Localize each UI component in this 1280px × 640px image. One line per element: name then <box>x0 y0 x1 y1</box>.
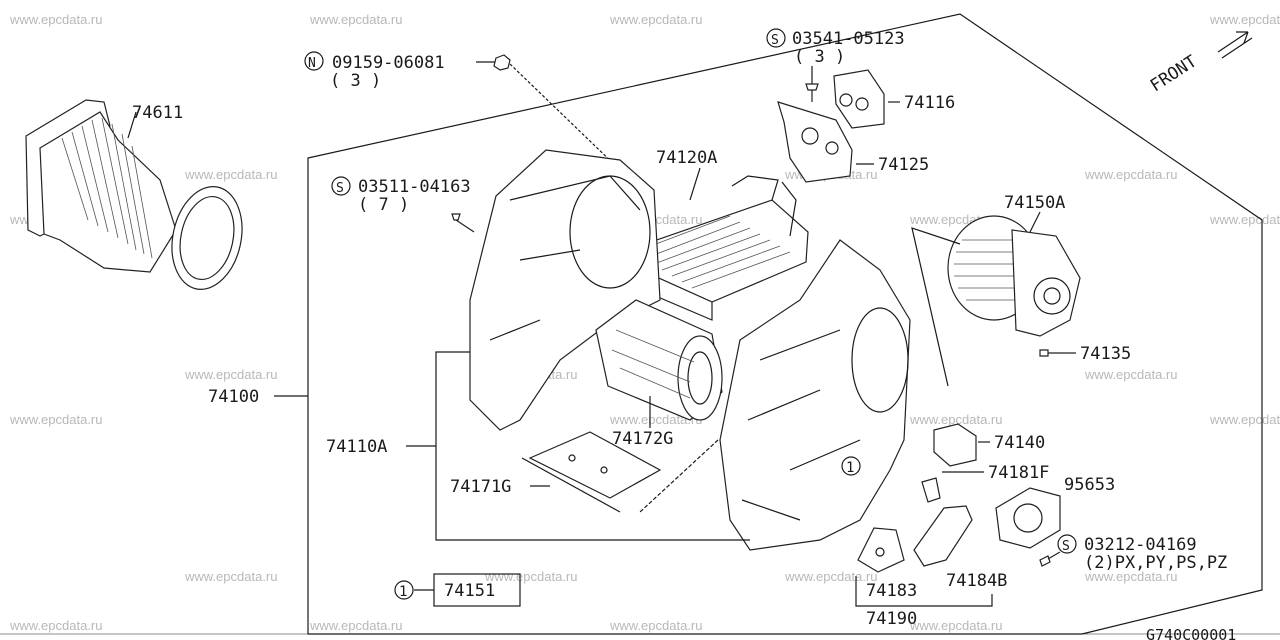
part-label-lever-group: 74190 <box>866 609 917 629</box>
screw-symbol-top: S <box>771 33 779 48</box>
diagram-code: G740C00001 <box>1146 626 1236 640</box>
part-label-blower-motor: 74150A <box>1004 193 1065 213</box>
watermark: www.epcdata.ru <box>309 12 403 27</box>
watermark: www.epcdata.ru <box>609 618 703 633</box>
s-symbol-icon <box>331 176 351 196</box>
part-label-screw-top: 03541-05123 <box>792 29 905 49</box>
link-illustration <box>921 477 941 503</box>
s-symbol-icon <box>1057 534 1077 554</box>
part-label-screw-left: 03511-04163 <box>358 177 471 197</box>
front-indicator: FRONT <box>1147 31 1253 97</box>
watermark: www.epcdata.ru <box>784 569 878 584</box>
part-label-lever-b: 74184B <box>946 571 1007 591</box>
watermark: www.epcdata.ru <box>1084 569 1178 584</box>
watermark: www.epcdata.ru <box>9 412 103 427</box>
drum-illustration <box>595 299 723 421</box>
s-symbol-icon <box>766 28 786 48</box>
watermark: www.epcdata.ru <box>184 367 278 382</box>
n-symbol-icon <box>304 51 324 71</box>
nut-icon <box>493 54 511 71</box>
part-label-actuator: 95653 <box>1064 475 1115 495</box>
duct-illustration <box>25 99 243 290</box>
part-label-bolt-n: 09159-06081 <box>332 53 445 73</box>
watermark: www.epcdata.ru <box>9 618 103 633</box>
watermark: www.epcdata.ru <box>184 569 278 584</box>
part-label-resistor: 74140 <box>994 433 1045 453</box>
screw-icon <box>805 83 819 102</box>
front-label: FRONT <box>1147 52 1201 97</box>
watermark: www.epcdata.ru <box>484 569 578 584</box>
blower-motor-illustration <box>947 215 1081 337</box>
screw-icon <box>1039 551 1061 567</box>
part-label-duct: 74611 <box>132 103 183 123</box>
part-label-pad: 74116 <box>904 93 955 113</box>
ref-marker-label: 1 <box>846 460 854 476</box>
part-label-link: 74181F <box>988 463 1049 483</box>
watermark: www.epcdata.ru <box>1209 412 1280 427</box>
watermark: www.epcdata.ru <box>1084 367 1178 382</box>
part-qty-screw-act: (2)PX,PY,PS,PZ <box>1084 553 1227 573</box>
part-label-screw-act: 03212-04169 <box>1084 535 1197 555</box>
bolt-n-symbol: N <box>308 56 316 71</box>
part-label-case: 74110A <box>326 437 387 457</box>
part-qty-bolt-n: ( 3 ) <box>330 71 381 91</box>
watermark: www.epcdata.ru <box>1209 212 1280 227</box>
screw-symbol-left: S <box>336 181 344 196</box>
ref-marker-icon <box>841 456 861 476</box>
ref-legend-icon <box>394 580 414 600</box>
lever-a-illustration <box>857 527 905 573</box>
part-label-heater-unit: 74100 <box>208 387 259 407</box>
heater-case-illustration <box>469 149 911 551</box>
ref-legend-number: 1 <box>399 584 407 600</box>
part-label-drum: 74172G <box>612 429 673 449</box>
part-label-ref: 74151 <box>444 581 495 601</box>
resistor-illustration <box>933 423 977 467</box>
lever-b-illustration <box>913 505 973 567</box>
watermark: www.epcdata.ru <box>909 412 1003 427</box>
screw-icon <box>1039 349 1062 357</box>
part-qty-screw-left: ( 7 ) <box>358 195 409 215</box>
part-label-screw-blower: 74135 <box>1080 344 1131 364</box>
watermark: www.epcdata.ru <box>9 12 103 27</box>
actuator-illustration <box>995 487 1061 549</box>
watermark: www.epcdata.ru <box>1209 12 1280 27</box>
screw-icon <box>451 213 475 233</box>
part-label-bracket: 74125 <box>878 155 929 175</box>
front-arrow-icon <box>1217 31 1253 59</box>
ref-part-box <box>433 573 521 607</box>
watermark: www.epcdata.ru <box>609 12 703 27</box>
part-label-heater-core: 74120A <box>656 148 717 168</box>
plate-illustration <box>521 431 662 513</box>
screw-symbol-act: S <box>1062 539 1070 554</box>
watermark: www.epcdata.ru <box>184 167 278 182</box>
watermark: www.epcdata.ru <box>909 618 1003 633</box>
watermark: www.epcdata.ru <box>1084 167 1178 182</box>
part-qty-screw-top: ( 3 ) <box>794 47 845 67</box>
part-label-lever-a: 74183 <box>866 581 917 601</box>
watermark: www.epcdata.ru <box>309 618 403 633</box>
part-label-plate: 74171G <box>450 477 511 497</box>
